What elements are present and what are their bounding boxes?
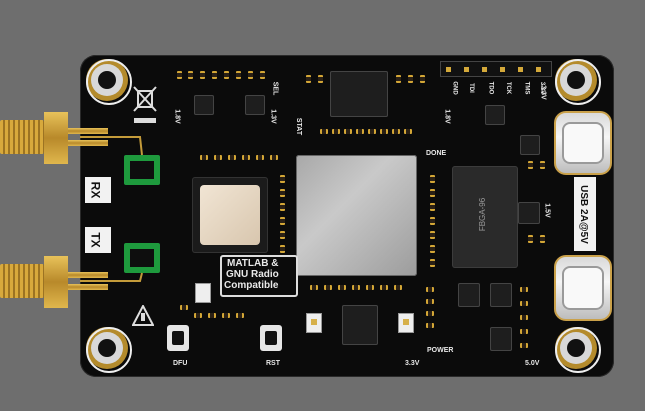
- status-led-right: [398, 313, 414, 333]
- ic-regulator-3: [485, 105, 505, 125]
- usb-c-connector-top[interactable]: [554, 111, 612, 175]
- sma-connector-tx[interactable]: [0, 264, 44, 298]
- dfu-label: DFU: [173, 360, 188, 367]
- power-label: POWER: [427, 347, 454, 354]
- jtag-tck: TCK: [505, 81, 512, 95]
- mounting-hole-bottom-left: [86, 327, 132, 373]
- pcb-board: FBGA-96 RX TX MATLAB & GNU Radio Compati…: [80, 55, 614, 377]
- jtag-tms: TMS: [523, 81, 530, 95]
- tx-balun: [124, 243, 160, 273]
- rx-label: RX: [88, 181, 103, 199]
- ic-regulator-2: [245, 95, 265, 115]
- tx-label-box: TX: [85, 227, 111, 253]
- ic-bottom-3: [490, 327, 512, 351]
- v50-label: 5.0V: [525, 360, 540, 367]
- usb-power-label: USB 2A@5V: [577, 185, 589, 244]
- done-label: DONE: [426, 150, 447, 157]
- sma-pin-rx-2: [68, 140, 108, 146]
- v33-top-label: 3.3V: [539, 85, 547, 100]
- status-led-left: [306, 313, 322, 333]
- v18-label-a: 1.8V: [173, 109, 181, 124]
- sma-pin-rx: [68, 128, 108, 134]
- rf-traces: [80, 136, 143, 282]
- ic-bottom-2: [490, 283, 512, 307]
- matlab-line-2: GNU Radio: [226, 269, 279, 280]
- v33-label: 3.3V: [405, 360, 420, 367]
- mounting-hole-top-right: [555, 59, 601, 105]
- jtag-header: [440, 61, 552, 77]
- dfu-button[interactable]: [167, 325, 189, 351]
- rst-label: RST: [266, 360, 280, 367]
- tx-label: TX: [88, 232, 103, 248]
- stat-label: STAT: [295, 117, 303, 136]
- mounting-hole-bottom-right: [555, 327, 601, 373]
- rst-button[interactable]: [260, 325, 282, 351]
- mounting-hole-top-left: [86, 59, 132, 105]
- ic-regulator-5: [518, 202, 540, 224]
- matlab-label-box: MATLAB & GNU Radio Compatible: [220, 255, 298, 297]
- weee-icon: [132, 85, 158, 123]
- usb-label-box: USB 2A@5V: [574, 177, 596, 251]
- sma-pin-tx: [68, 272, 108, 278]
- ic-regulator-4: [520, 135, 540, 155]
- jtag-tdi: TDI: [467, 83, 474, 93]
- v15-label: 1.5V: [543, 203, 551, 218]
- sel-label: SEL: [271, 81, 279, 96]
- rx-balun: [124, 155, 160, 185]
- top-qfn-chip: [330, 71, 388, 117]
- v18-label-b: 1.8V: [443, 109, 451, 124]
- matlab-line-3: Compatible: [224, 280, 279, 291]
- sma-connector-rx[interactable]: [0, 120, 44, 154]
- sma-flange-tx: [44, 256, 68, 308]
- rf-shield: [296, 155, 417, 276]
- ic-regulator-1: [194, 95, 214, 115]
- jtag-gnd: GND: [451, 81, 458, 95]
- ic-bottom-1: [342, 305, 378, 345]
- esd-warning-icon: [131, 303, 155, 334]
- matlab-line-1: MATLAB &: [227, 258, 279, 269]
- sma-flange-rx: [44, 112, 68, 164]
- usb-c-connector-bottom[interactable]: [554, 255, 612, 321]
- jtag-tdo: TDO: [487, 81, 494, 95]
- rx-label-box: RX: [85, 177, 111, 203]
- memory-chip: FBGA-96: [452, 166, 518, 268]
- ic-bottom-4: [458, 283, 480, 307]
- v13-label: 1.3V: [269, 109, 277, 124]
- led-dfu: [195, 283, 211, 303]
- rf-transceiver-chip: [192, 177, 268, 253]
- sma-pin-tx-2: [68, 284, 108, 290]
